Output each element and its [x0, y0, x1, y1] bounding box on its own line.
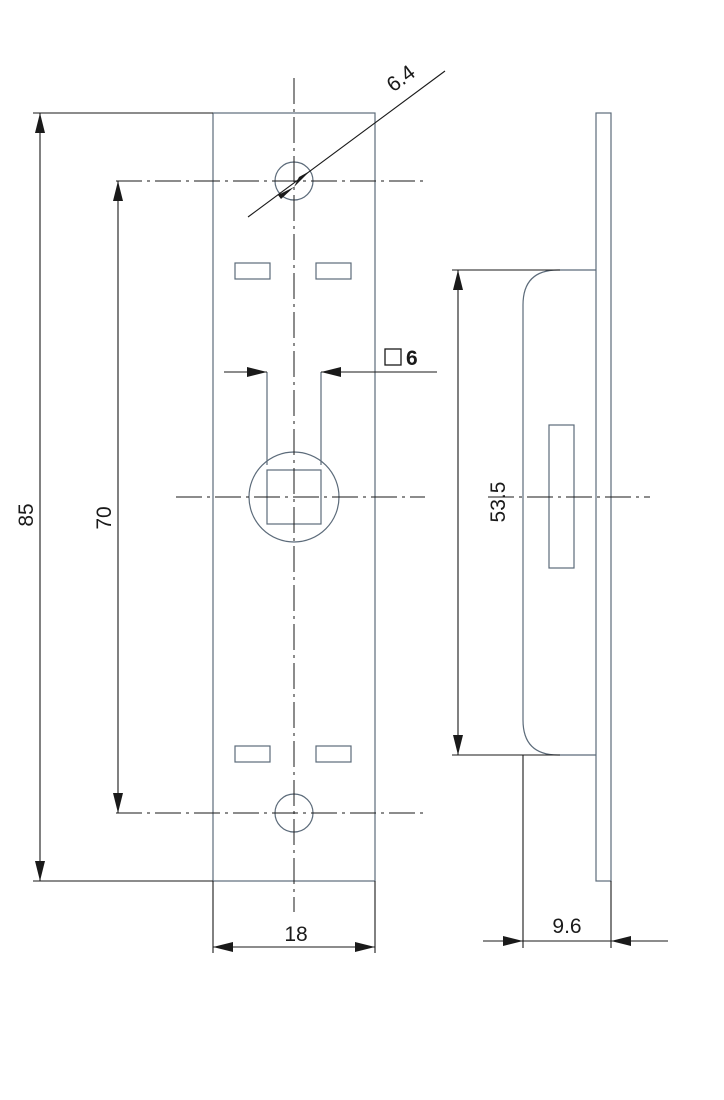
slot-bottom-right — [315, 745, 352, 763]
dim-hole-diameter-label: 6.4 — [383, 61, 420, 97]
side-lock-case — [522, 269, 596, 756]
dimension-70: 70 — [93, 181, 123, 813]
dimension-18: 18 — [212, 881, 376, 953]
dim-case-height-label: 53.5 — [487, 482, 510, 523]
slot-top-right — [315, 262, 352, 280]
slot-top-left — [234, 262, 271, 280]
dimension-85: 85 — [15, 112, 213, 882]
front-view — [116, 78, 425, 912]
dim-overall-height-label: 85 — [15, 503, 38, 526]
dim-hole-spacing-label: 70 — [93, 506, 116, 529]
square-symbol-icon — [384, 348, 402, 366]
dim-square-label: 6 — [406, 347, 418, 370]
dimension-53-5: 53.5 — [452, 269, 560, 756]
dimension-square-6: 6 — [224, 347, 437, 377]
side-view — [488, 112, 650, 882]
slot-bottom-left — [234, 745, 271, 763]
dimension-9-6: 9.6 — [483, 755, 668, 948]
dim-depth-label: 9.6 — [552, 915, 581, 938]
dimension-6-4: 6.4 — [247, 61, 446, 218]
dim-plate-width-label: 18 — [284, 923, 307, 946]
